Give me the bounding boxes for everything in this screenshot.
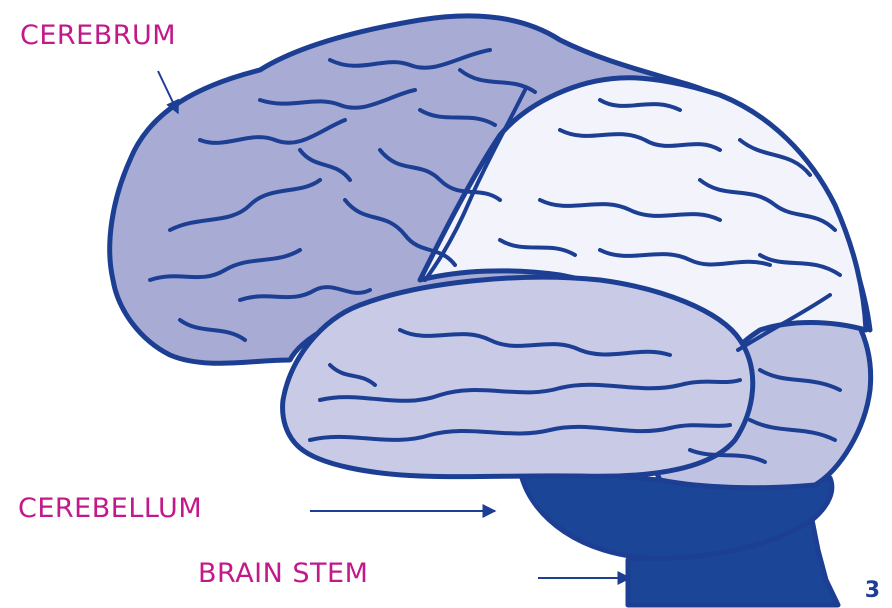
cerebrum-label: CEREBRUM xyxy=(20,22,176,49)
page-number: 3 xyxy=(865,580,880,602)
brain-stem-label: BRAIN STEM xyxy=(198,560,368,587)
cerebellum-label: CEREBELLUM xyxy=(18,495,202,522)
cerebrum-arrow xyxy=(158,71,178,113)
